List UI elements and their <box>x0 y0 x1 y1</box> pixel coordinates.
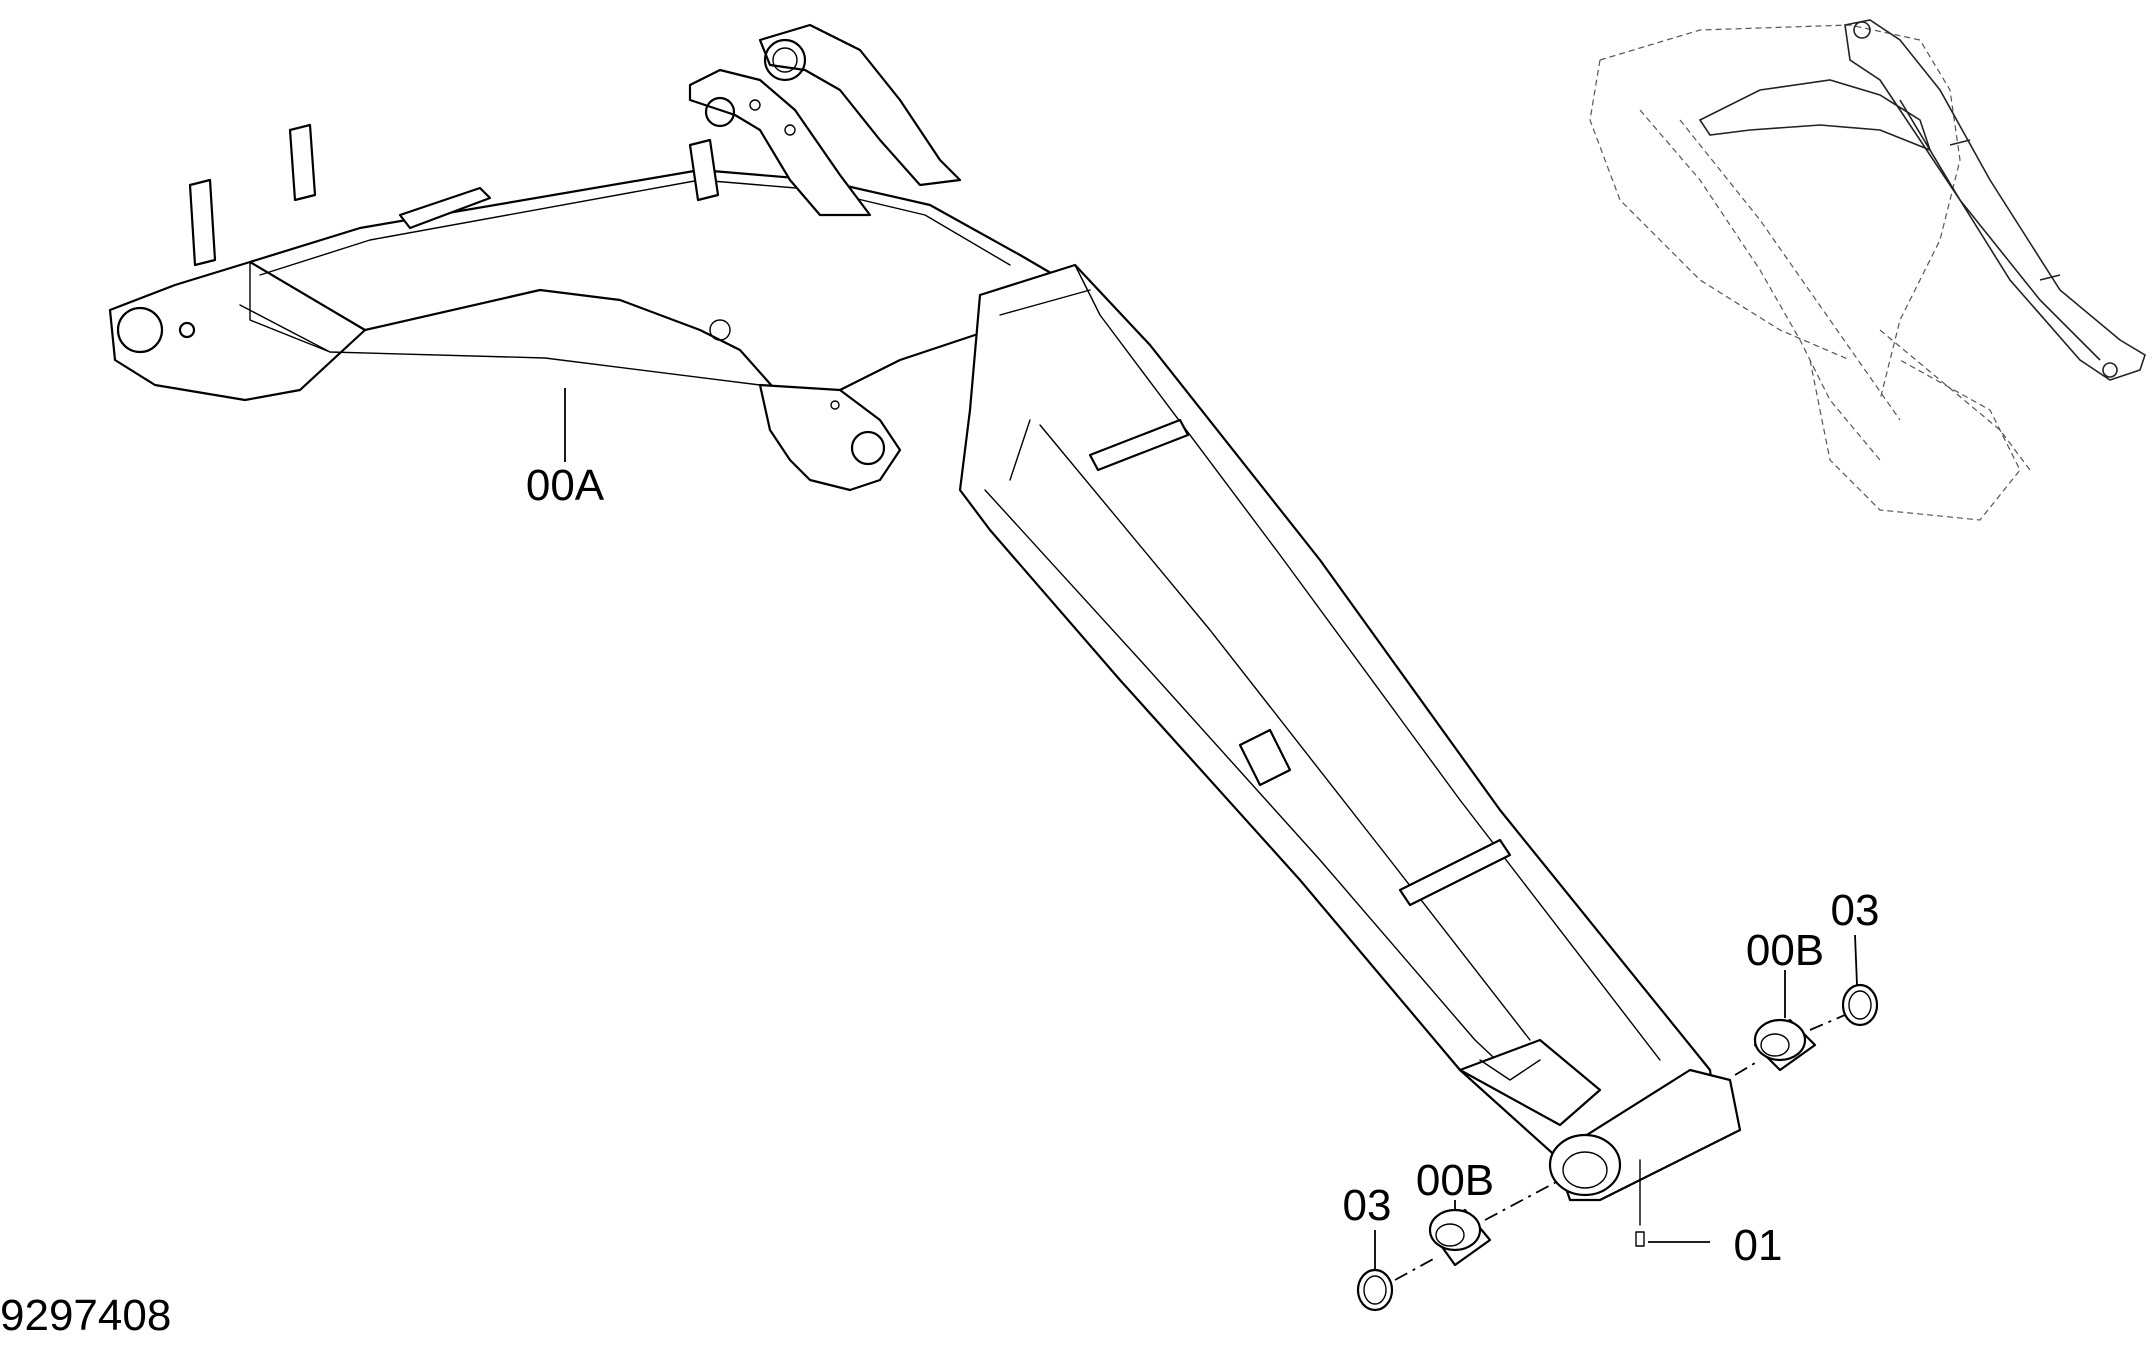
boom-illustration <box>108 23 1742 1247</box>
bushing-right-illustration <box>1753 1018 1817 1072</box>
bushing-left-illustration <box>1428 1208 1492 1267</box>
callout-grease-fitting: 01 <box>1734 1221 1783 1270</box>
callout-boom: 00A <box>526 461 605 510</box>
ring-right-illustration <box>1841 983 1879 1027</box>
callout-ring-right: 03 <box>1831 886 1880 935</box>
overview-illustration <box>1589 19 2146 521</box>
callout-bushing-right: 00B <box>1746 926 1824 975</box>
drawing-number: 9297408 <box>0 1291 171 1340</box>
ring-left-illustration <box>1356 1268 1394 1312</box>
callout-bushing-left: 00B <box>1416 1156 1494 1205</box>
callout-ring-left: 03 <box>1343 1181 1392 1230</box>
